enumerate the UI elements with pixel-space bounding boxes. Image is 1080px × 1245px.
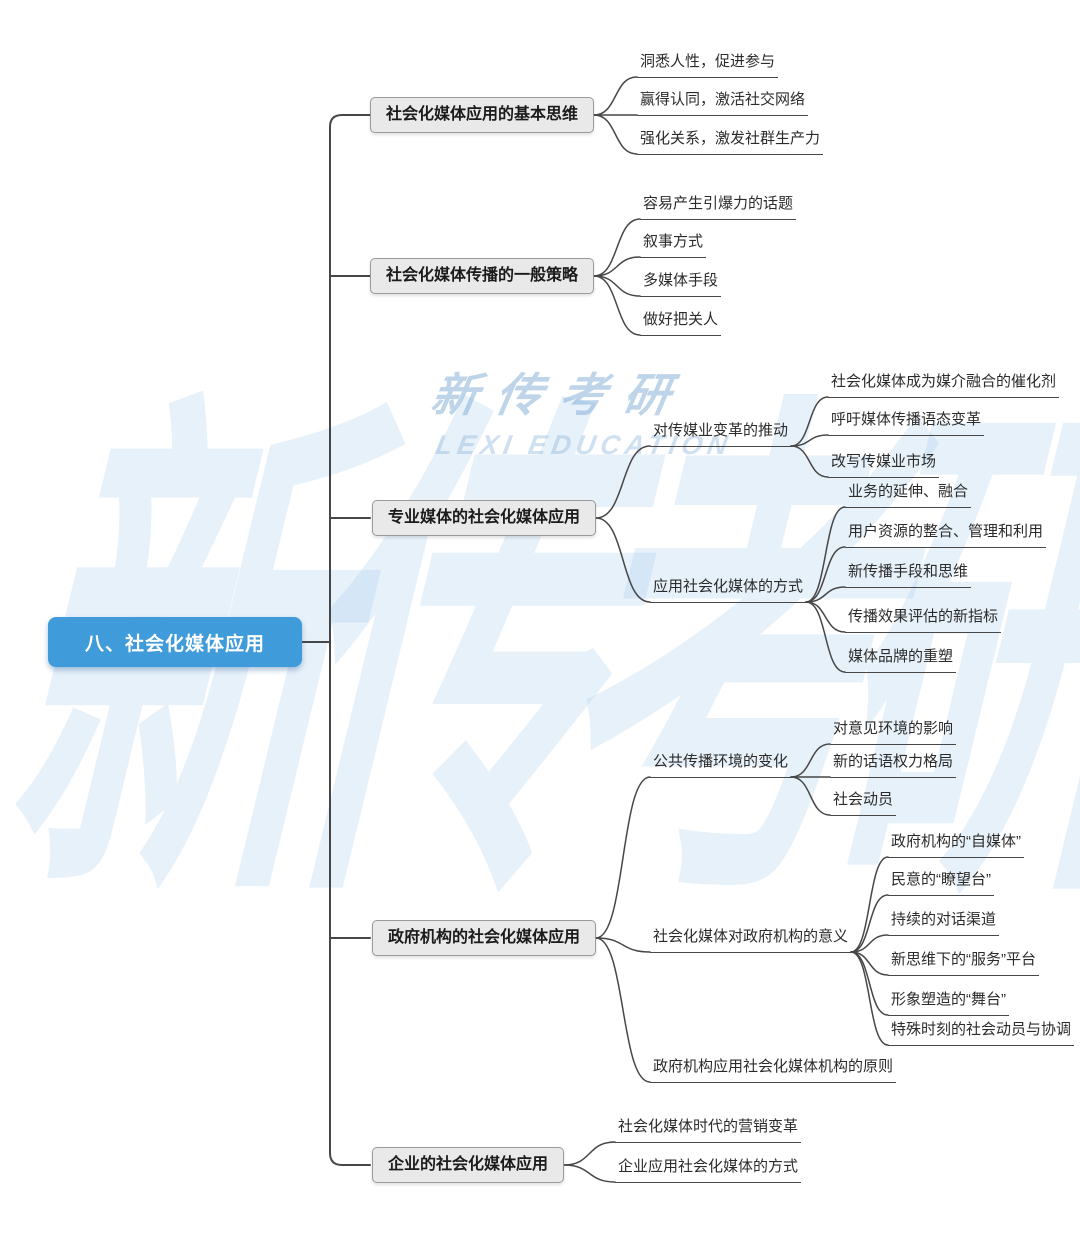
mindmap-topic[interactable]: 社会化媒体成为媒介融合的催化剂 (828, 372, 1060, 398)
mindmap-topic[interactable]: 媒体品牌的重塑 (845, 647, 957, 673)
mindmap-topic[interactable]: 政府机构应用社会化媒体机构的原则 (650, 1057, 897, 1083)
mindmap-topic[interactable]: 形象塑造的“舞台” (888, 990, 1009, 1016)
mindmap-branch[interactable]: 政府机构的社会化媒体应用 (372, 920, 597, 956)
mindmap-topic[interactable]: 多媒体手段 (640, 271, 722, 297)
mindmap-topic[interactable]: 对传媒业变革的推动 (650, 421, 792, 447)
mindmap-topic[interactable]: 叙事方式 (640, 232, 707, 258)
mindmap-topic[interactable]: 社会化媒体对政府机构的意义 (650, 927, 852, 953)
mindmap-topic[interactable]: 呼吁媒体传播语态变革 (828, 410, 985, 436)
mindmap-branch[interactable]: 专业媒体的社会化媒体应用 (372, 500, 597, 536)
mindmap-topic[interactable]: 新传播手段和思维 (845, 562, 972, 588)
mindmap-topic[interactable]: 新思维下的“服务”平台 (888, 950, 1039, 976)
mindmap-topic[interactable]: 社会化媒体时代的营销变革 (615, 1117, 802, 1143)
mindmap-topic[interactable]: 强化关系，激发社群生产力 (637, 129, 824, 155)
mindmap-topic[interactable]: 洞悉人性，促进参与 (637, 52, 779, 78)
mindmap-branch[interactable]: 社会化媒体传播的一般策略 (370, 258, 595, 294)
mindmap-topic[interactable]: 企业应用社会化媒体的方式 (615, 1157, 802, 1183)
mindmap-topic[interactable]: 新的话语权力格局 (830, 752, 957, 778)
mindmap-topic[interactable]: 公共传播环境的变化 (650, 752, 792, 778)
mindmap-topic[interactable]: 改写传媒业市场 (828, 452, 940, 478)
root-topic[interactable]: 八、社会化媒体应用 (48, 617, 302, 667)
mindmap-topic[interactable]: 社会动员 (830, 790, 897, 816)
mindmap-topic[interactable]: 民意的“瞭望台” (888, 870, 994, 896)
mindmap-topic[interactable]: 容易产生引爆力的话题 (640, 194, 797, 220)
mindmap-topic[interactable]: 政府机构的“自媒体” (888, 832, 1024, 858)
mindmap-topic[interactable]: 应用社会化媒体的方式 (650, 577, 807, 603)
mindmap-topic[interactable]: 业务的延伸、融合 (845, 482, 972, 508)
mindmap-topic[interactable]: 用户资源的整合、管理和利用 (845, 522, 1047, 548)
mindmap-branch[interactable]: 社会化媒体应用的基本思维 (370, 97, 595, 133)
mindmap-branch[interactable]: 企业的社会化媒体应用 (372, 1147, 565, 1183)
mindmap-topic[interactable]: 赢得认同，激活社交网络 (637, 90, 809, 116)
mindmap-topic[interactable]: 对意见环境的影响 (830, 719, 957, 745)
mindmap-topic[interactable]: 持续的对话渠道 (888, 910, 1000, 936)
mindmap-topic[interactable]: 做好把关人 (640, 310, 722, 336)
mindmap-topic[interactable]: 特殊时刻的社会动员与协调 (888, 1020, 1075, 1046)
mindmap-topic[interactable]: 传播效果评估的新指标 (845, 607, 1002, 633)
